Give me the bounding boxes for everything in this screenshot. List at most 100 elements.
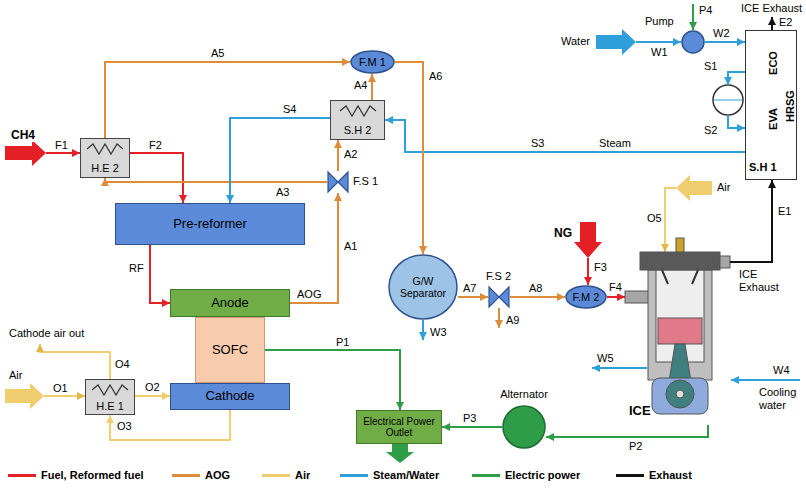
stream-label: E2 xyxy=(778,16,793,29)
stream-label: Cathode air out xyxy=(8,327,85,340)
anode-box: Anode xyxy=(170,289,290,317)
node-label: EVA xyxy=(767,108,780,130)
legend-swatch xyxy=(8,474,36,477)
ellipse-shape xyxy=(503,406,545,448)
engine-air-inlet xyxy=(665,188,676,252)
stream-connector xyxy=(230,118,330,203)
stream-connector xyxy=(458,296,488,298)
stream-connector xyxy=(510,296,565,298)
natural-gas-inlet xyxy=(574,222,602,258)
engine-drawing xyxy=(640,252,720,270)
stream-label: E1 xyxy=(777,205,792,218)
outlet-streams xyxy=(422,320,424,340)
hrsg-unit: ECO EVA S.H 1 HRSG xyxy=(745,30,797,180)
stream-label: P1 xyxy=(335,336,350,349)
cathode-air-inlet xyxy=(5,383,44,409)
fuel-inlet xyxy=(5,140,46,166)
node-label: Pre-reformer xyxy=(173,217,247,232)
legend-swatch xyxy=(472,474,500,477)
legend-text: Electric power xyxy=(505,469,580,481)
node-label: S.H 1 xyxy=(749,161,777,174)
engine-drawing xyxy=(676,390,684,398)
engine-drawing xyxy=(658,318,702,344)
stream-label: P2 xyxy=(628,440,643,453)
engine-air-inlet xyxy=(676,175,712,201)
stream-connector xyxy=(150,245,170,303)
stream-label: O1 xyxy=(52,382,69,395)
pre-reformer-box: Pre-reformer xyxy=(115,203,305,245)
ellipse-shape xyxy=(566,286,606,308)
legend-entry: Electric power xyxy=(472,469,580,481)
engine-air-inlet xyxy=(665,175,712,252)
outlet-streams xyxy=(498,308,500,328)
coil-icon xyxy=(340,106,376,116)
exhaust-outlet xyxy=(771,17,773,30)
stream-label: RF xyxy=(128,262,145,275)
stream-label: AOG xyxy=(296,288,322,301)
fuel-inlet xyxy=(46,152,80,154)
flow-mixer: F.M 1 xyxy=(350,50,395,74)
coil-icon xyxy=(85,142,125,156)
engine-drawing xyxy=(692,270,698,284)
stream-label: W4 xyxy=(772,364,791,377)
stream-connector xyxy=(337,140,339,171)
natural-gas-inlet xyxy=(587,258,589,285)
node-label: S.H 2 xyxy=(344,124,372,137)
stream-label: W3 xyxy=(429,326,448,339)
node-label: Anode xyxy=(211,296,249,311)
stream-label: W1 xyxy=(650,46,669,59)
flow-splitter: F.S 2 xyxy=(488,286,510,308)
node-label: F.M 2 xyxy=(573,291,600,304)
heat-exchanger: H.E 1 xyxy=(85,379,135,416)
legend-text: Air xyxy=(295,469,310,481)
stream-label: O4 xyxy=(114,358,131,371)
steam-drum xyxy=(728,72,745,85)
stream-label: A6 xyxy=(428,70,443,83)
engine-drawing xyxy=(666,380,694,408)
stream-label: O5 xyxy=(646,212,663,225)
stream-label: CH4 xyxy=(10,128,36,142)
water-inlet xyxy=(596,29,636,55)
stream-label: A3 xyxy=(275,186,290,199)
stream-connector xyxy=(371,74,373,100)
alternator-symbol: Alternator xyxy=(502,405,546,449)
stream-label: S3 xyxy=(530,137,545,150)
stream-label: O2 xyxy=(144,381,161,394)
node-label: HRSG xyxy=(784,90,797,122)
node-label: F.S 2 xyxy=(486,270,511,283)
node-label: F.S 1 xyxy=(353,175,378,188)
cooling-water xyxy=(592,367,647,369)
stream-label: F1 xyxy=(54,139,69,152)
valve-shape xyxy=(328,172,348,192)
stream-connector xyxy=(546,425,708,437)
heat-exchanger: H.E 2 xyxy=(80,138,130,178)
stream-label: F3 xyxy=(593,261,608,274)
cathode-air-inlet xyxy=(40,344,110,380)
stream-connector xyxy=(385,120,745,152)
coil-icon xyxy=(90,383,130,397)
legend-swatch xyxy=(262,474,290,477)
stream-label: A1 xyxy=(343,240,358,253)
legend-swatch xyxy=(340,474,368,477)
coil-icon xyxy=(338,104,378,118)
ellipse-shape xyxy=(351,51,394,73)
stream-label: S4 xyxy=(282,103,297,116)
stream-label: Water xyxy=(560,35,591,48)
stream-connector xyxy=(105,178,327,182)
ellipse-shape xyxy=(682,31,704,53)
stream-connector xyxy=(705,41,745,43)
stream-label: NG xyxy=(553,226,573,240)
water-inlet xyxy=(596,4,693,55)
stream-connector xyxy=(105,62,350,138)
stream-connector xyxy=(130,153,183,203)
node-label: ECO xyxy=(767,51,780,75)
exhaust-outlet xyxy=(771,17,773,30)
pump-symbol: Pump xyxy=(681,30,705,54)
steam-drum xyxy=(713,72,745,128)
node-label: G/W Separator xyxy=(394,275,452,299)
legend-text: AOG xyxy=(205,469,230,481)
legend-entry: Fuel, Reformed fuel xyxy=(8,469,144,481)
stream-connector xyxy=(395,62,423,254)
stream-label: A2 xyxy=(343,148,358,161)
flow-mixer: F.M 2 xyxy=(565,285,607,309)
